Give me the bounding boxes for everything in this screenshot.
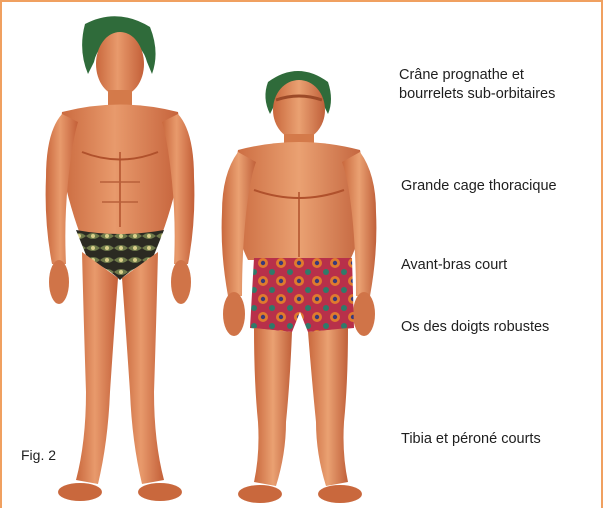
label-cage-thoracique: Grande cage thoracique <box>401 177 557 196</box>
label-tibia-perone: Tibia et péroné courts <box>401 430 541 449</box>
label-os-des-doigts: Os des doigts robustes <box>401 318 549 337</box>
neanderthal-right-leg <box>308 328 348 486</box>
figure-caption: Fig. 2 <box>21 447 56 463</box>
label-crane-line-1: Crâne prognathe et <box>399 66 555 85</box>
modern-human-right-leg <box>122 252 164 484</box>
neanderthal-left-leg <box>254 328 292 486</box>
neanderthal-figure <box>222 71 377 503</box>
modern-human-head <box>96 32 144 96</box>
label-crane-line-2: bourrelets sub-orbitaires <box>399 85 555 104</box>
neanderthal-head <box>273 80 325 140</box>
neanderthal-shorts <box>250 258 354 332</box>
label-avant-bras: Avant-bras court <box>401 256 507 275</box>
modern-human-figure <box>46 16 195 501</box>
label-crane: Crâne prognathe et bourrelets sub-orbita… <box>399 66 555 104</box>
modern-human-left-leg <box>76 252 118 484</box>
